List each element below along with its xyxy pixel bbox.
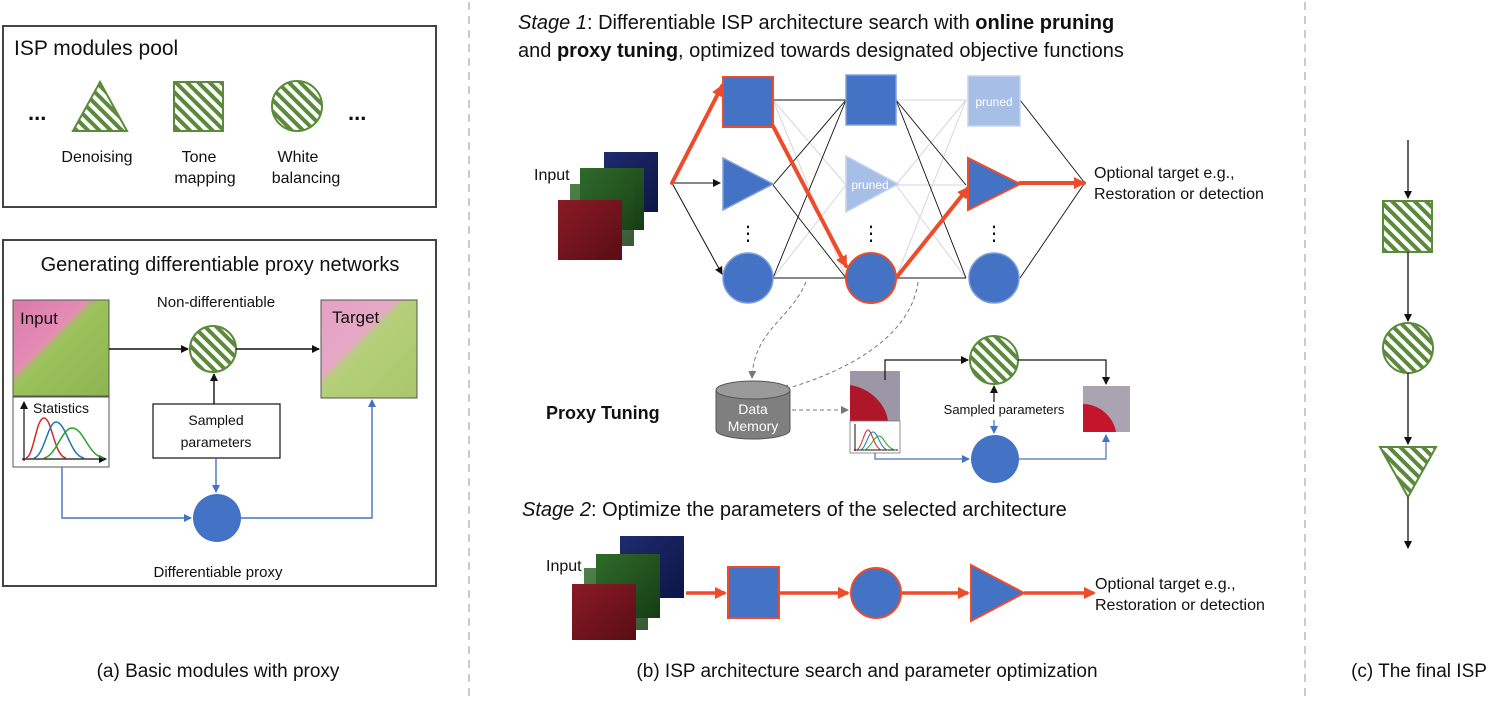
final-square-module-icon [1382, 200, 1433, 253]
col3-triangle-module-icon [967, 156, 1023, 212]
arrow-proxy-to-target [241, 399, 376, 519]
proxy-tuning-label: Proxy Tuning [546, 403, 660, 423]
final-triangle-module-icon [1378, 446, 1438, 500]
stage2-triangle-module-icon [970, 563, 1027, 623]
dashed-to-memory-2 [781, 281, 919, 392]
stage1-title-line-1: Stage 1: Differentiable ISP architecture… [518, 12, 1114, 34]
stage2-circle-module-icon [850, 567, 902, 619]
module-label-wb-2: balancing [272, 170, 341, 187]
stage2-title: Stage 2: Optimize the parameters of the … [522, 499, 1067, 521]
stage1-target-line-2: Restoration or detection [1094, 186, 1264, 203]
input-red-channel [558, 200, 622, 260]
ellipsis-left: ... [28, 100, 46, 125]
input-image [12, 299, 110, 397]
module-label-wb-1: White [278, 149, 319, 166]
input-image-label: Input [20, 309, 58, 328]
stage1-line2-a: and [518, 40, 557, 62]
col2-square-module-icon [845, 74, 897, 126]
module-label-tone-1: Tone [182, 149, 217, 166]
col2-vdots: ⋮ [861, 223, 881, 245]
stage2-target-line-1: Optional target e.g., [1095, 576, 1236, 593]
sampled-parameters-box [152, 403, 281, 459]
col2-pruned-label: pruned [851, 178, 888, 192]
ellipsis-right: ... [348, 100, 366, 125]
stage1-italic: Stage 1 [518, 12, 587, 34]
stage2-target-line-2: Restoration or detection [1095, 597, 1265, 614]
col3-vdots: ⋮ [984, 223, 1004, 245]
proxy-diff-circle-icon [971, 435, 1019, 483]
stats-red-curve [25, 417, 67, 459]
col1-square-module-icon [722, 76, 774, 128]
proxy-diff-to-target [1019, 434, 1110, 460]
proxy-stats-plot [849, 420, 901, 454]
proxy-stats-to-diff [874, 453, 970, 463]
stage2-input-red [572, 584, 636, 640]
target-image-label: Target [332, 308, 380, 327]
col1-vdots: ⋮ [738, 223, 758, 245]
proxy-input-to-nondiff [884, 356, 969, 380]
diff-proxy-circle-icon [193, 494, 241, 542]
arrow-stats-to-proxy [61, 467, 192, 522]
stage2-input-label: Input [546, 558, 582, 575]
module-label-denoising: Denoising [61, 149, 132, 166]
diff-proxy-label: Differentiable proxy [154, 564, 283, 581]
stage1-line2-b: proxy tuning [557, 40, 678, 62]
caption-a: (a) Basic modules with proxy [97, 661, 340, 682]
final-circle-module-icon [1382, 322, 1434, 374]
proxy-networks-title: Generating differentiable proxy networks [41, 254, 400, 276]
stats-green-curve [43, 427, 105, 459]
modules-pool-box [2, 25, 437, 208]
data-memory-line-2: Memory [728, 418, 779, 434]
modules-pool-title: ISP modules pool [14, 37, 178, 60]
stage1-target-line-1: Optional target e.g., [1094, 165, 1235, 182]
stage1-title-line-2: and proxy tuning, optimized towards desi… [518, 40, 1124, 62]
col2-circle-module-icon [845, 252, 897, 304]
proxy-target-red-region [1083, 404, 1116, 432]
stage2-italic: Stage 2 [522, 499, 591, 521]
col1-triangle-module-icon [722, 156, 775, 212]
sampled-params-line-1: Sampled [188, 412, 243, 428]
col3-circle-module-icon [968, 252, 1020, 304]
stage1-line1-a: : Differentiable ISP architecture search… [587, 12, 975, 34]
sampled-params-line-2: parameters [181, 434, 252, 450]
proxy-stats-red [855, 429, 883, 451]
panel-a: ISP modules pool ... ... Denoising Tone … [2, 25, 437, 682]
data-memory-line-1: Data [738, 401, 768, 417]
nondiff-label: Non-differentiable [157, 294, 275, 311]
stats-blue-curve [33, 421, 85, 459]
stage1-line1-b: online pruning [975, 12, 1114, 34]
caption-c: (c) The final ISP [1351, 661, 1487, 682]
selected-path [670, 84, 1086, 280]
input-edges [671, 179, 723, 275]
proxy-sampled-params-label: Sampled parameters [944, 402, 1065, 417]
active-edges [772, 99, 1085, 279]
col2-pruned-triangle-icon [845, 154, 900, 214]
statistics-label: Statistics [33, 400, 89, 416]
panel-b: Stage 1: Differentiable ISP architecture… [518, 12, 1265, 682]
stage1-line2-c: , optimized towards designated objective… [678, 40, 1124, 62]
proxy-stats-green [863, 435, 897, 451]
denoising-triangle-icon [71, 79, 129, 132]
col3-pruned-label: pruned [975, 95, 1012, 109]
caption-b: (b) ISP architecture search and paramete… [636, 661, 1097, 682]
module-label-tone-2: mapping [174, 170, 235, 187]
panel-c: (c) The final ISP [1351, 140, 1487, 682]
nondiff-module-circle-icon [189, 325, 237, 373]
white-balancing-circle-icon [271, 80, 323, 132]
stage2-rest: : Optimize the parameters of the selecte… [591, 499, 1067, 521]
proxy-nondiff-circle-icon [969, 335, 1019, 385]
proxy-networks-box [2, 239, 437, 587]
stage2-square-module-icon [727, 566, 780, 619]
tone-mapping-square-icon [173, 81, 224, 132]
proxy-stats-blue [859, 431, 889, 451]
col1-circle-module-icon [722, 252, 774, 304]
stage1-input-label: Input [534, 167, 570, 184]
proxy-nondiff-to-target [1018, 359, 1110, 385]
proxy-input-red-region [850, 385, 888, 421]
target-image [320, 299, 418, 399]
col3-pruned-square-icon [967, 75, 1021, 127]
data-memory-cylinder-icon [715, 380, 791, 440]
